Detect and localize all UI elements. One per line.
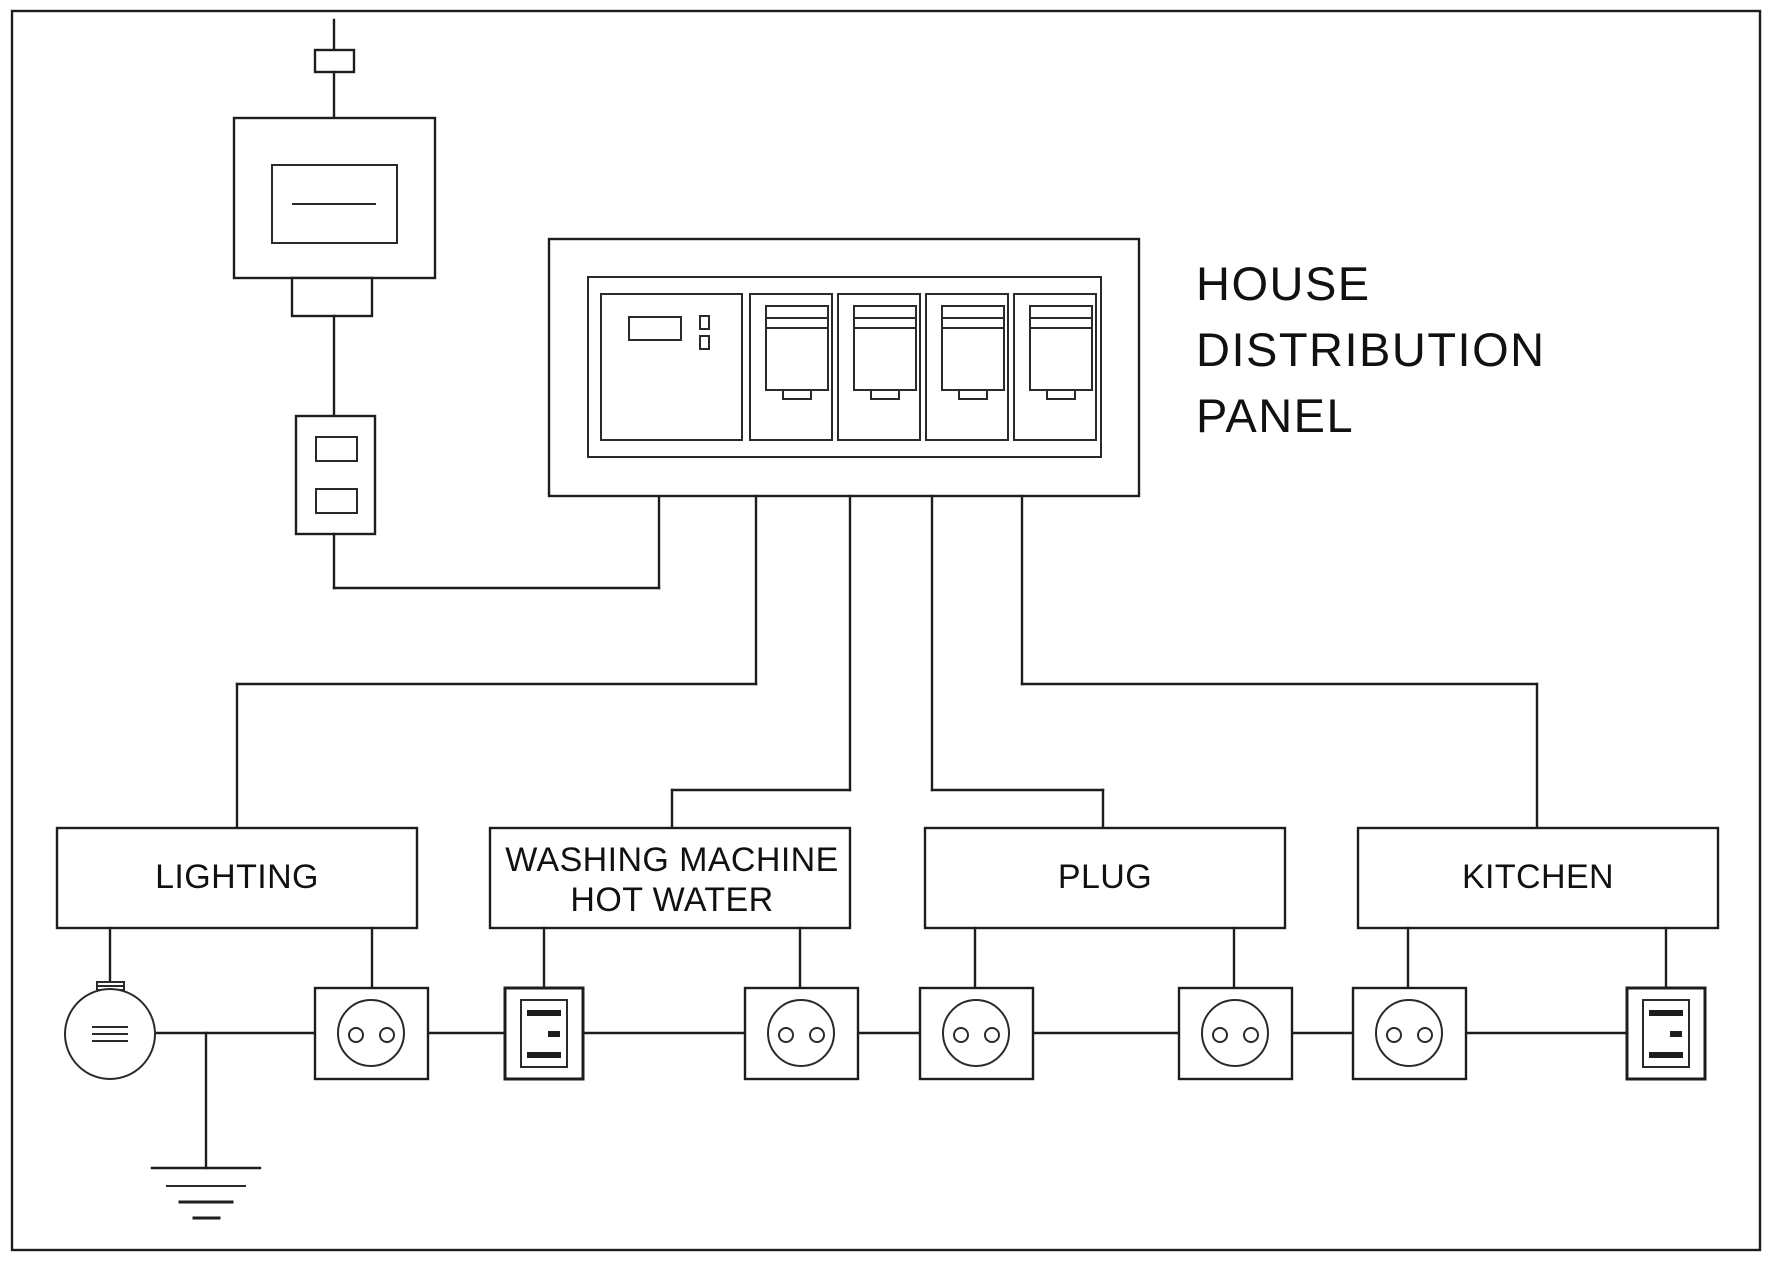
panel-main-breaker[interactable] xyxy=(600,293,743,441)
panel-breaker-4[interactable] xyxy=(1013,293,1097,441)
socket-outlet-4[interactable] xyxy=(1177,986,1294,1081)
socket-2-pin-left xyxy=(778,1027,794,1043)
switch-2-bar-bottom xyxy=(1649,1052,1683,1058)
socket-4-pin-right xyxy=(1243,1027,1259,1043)
circuit-box-plug[interactable]: PLUG xyxy=(923,826,1287,930)
socket-1-pin-right xyxy=(379,1027,395,1043)
title-line-3: PANEL xyxy=(1196,389,1354,442)
plug-box-body xyxy=(923,826,1287,930)
service-head-box xyxy=(313,48,356,74)
earth-ground xyxy=(150,1031,262,1220)
switch-1-bar-top xyxy=(527,1010,561,1016)
socket-outlet-1[interactable] xyxy=(313,986,430,1081)
socket-2-pin-right xyxy=(809,1027,825,1043)
feeder-washing-machine xyxy=(670,494,852,830)
isolator-fuse-upper xyxy=(315,436,358,462)
title-line-1: HOUSE xyxy=(1196,257,1371,310)
socket-outlet-3[interactable] xyxy=(918,986,1035,1081)
plug-box-label: PLUG xyxy=(1058,858,1152,896)
service-head xyxy=(313,18,356,120)
feeder-lighting xyxy=(235,494,758,830)
breaker-4-tab xyxy=(1046,389,1076,400)
main-breaker-indicator-top xyxy=(699,315,710,330)
socket-5-face xyxy=(1375,999,1443,1067)
circuit-box-lighting[interactable]: LIGHTING xyxy=(55,826,419,930)
socket-outlet-5[interactable] xyxy=(1351,986,1468,1081)
isolator-fuse-lower xyxy=(315,488,358,514)
main-breaker-body xyxy=(600,293,743,441)
switch-2-dash xyxy=(1670,1031,1682,1037)
panel-breaker-2[interactable] xyxy=(837,293,921,441)
socket-3-pin-right xyxy=(984,1027,1000,1043)
isolator-body xyxy=(294,414,377,536)
washing-machine-box-label-line1: WASHING MACHINE xyxy=(505,841,838,879)
device-drops xyxy=(108,926,1668,990)
socket-5-pin-right xyxy=(1417,1027,1433,1043)
feeder-kitchen xyxy=(1020,494,1539,830)
wall-switch-1[interactable] xyxy=(503,986,585,1081)
lighting-box-body xyxy=(55,826,419,930)
socket-4-pin-left xyxy=(1212,1027,1228,1043)
switch-2-bar-top xyxy=(1649,1010,1683,1016)
electricity-meter xyxy=(232,116,437,418)
socket-3-pin-left xyxy=(953,1027,969,1043)
switch-1-bar-bottom xyxy=(527,1052,561,1058)
breaker-3-toggle xyxy=(941,305,1005,391)
breaker-2-tab xyxy=(870,389,900,400)
circuit-box-washing-machine[interactable]: WASHING MACHINE HOT WATER xyxy=(488,826,852,930)
socket-1-face xyxy=(337,999,405,1067)
socket-1-pin-left xyxy=(348,1027,364,1043)
kitchen-box-label: KITCHEN xyxy=(1462,858,1614,896)
socket-2-face xyxy=(767,999,835,1067)
lighting-box-label: LIGHTING xyxy=(155,858,319,896)
breaker-3-tab xyxy=(958,389,988,400)
circuit-box-kitchen[interactable]: KITCHEN xyxy=(1356,826,1720,930)
page-title: HOUSE DISTRIBUTION PANEL xyxy=(1196,257,1546,442)
feeder-plug xyxy=(930,494,1105,830)
title-line-2: DISTRIBUTION xyxy=(1196,323,1546,376)
wall-switch-2[interactable] xyxy=(1625,986,1707,1081)
meter-terminal-block xyxy=(290,276,374,318)
main-breaker-window xyxy=(628,316,682,341)
panel-breaker-3[interactable] xyxy=(925,293,1009,441)
panel-breaker-1[interactable] xyxy=(749,293,833,441)
kitchen-box-body xyxy=(1356,826,1720,930)
socket-outlet-2[interactable] xyxy=(743,986,860,1081)
main-breaker-indicator-bottom xyxy=(699,335,710,350)
socket-4-face xyxy=(1201,999,1269,1067)
socket-5-pin-left xyxy=(1386,1027,1402,1043)
breaker-4-toggle xyxy=(1029,305,1093,391)
breaker-1-tab xyxy=(782,389,812,400)
ceiling-lamp[interactable] xyxy=(64,981,156,1080)
washing-machine-box-body xyxy=(488,826,852,930)
main-isolator xyxy=(294,414,661,590)
washing-machine-box-label-line2: HOT WATER xyxy=(570,881,773,919)
switch-1-dash xyxy=(548,1031,560,1037)
socket-3-face xyxy=(942,999,1010,1067)
distribution-panel xyxy=(547,237,1141,498)
